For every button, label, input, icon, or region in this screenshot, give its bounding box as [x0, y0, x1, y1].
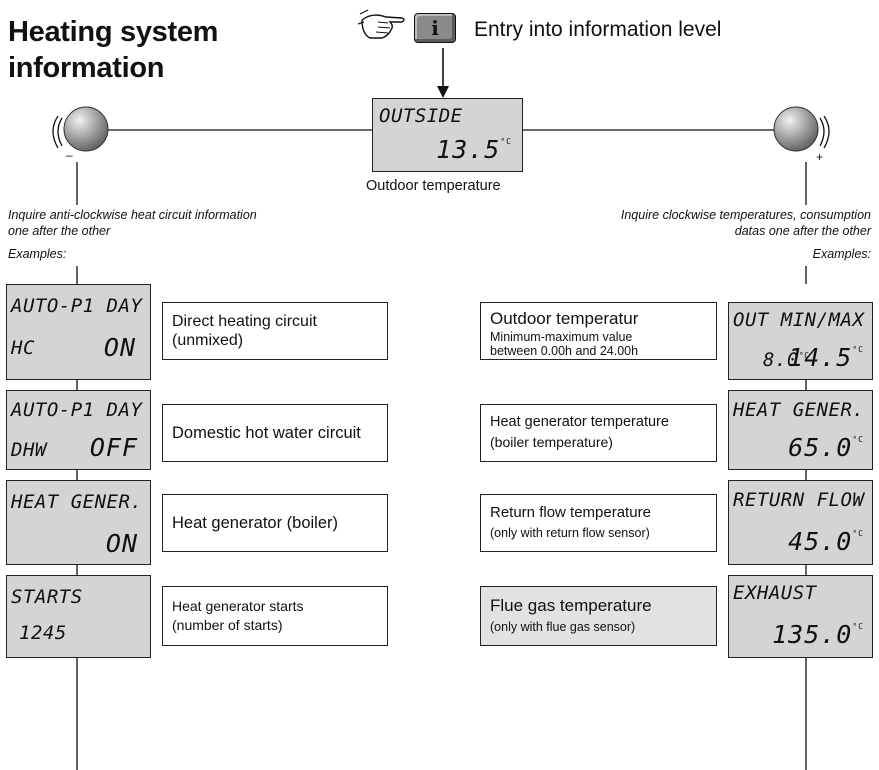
right-desc-2: Heat generator temperature (boiler tempe… [480, 404, 717, 462]
lcd-value-text: 135.0 [772, 620, 853, 649]
right-desc-3: Return flow temperature (only with retur… [480, 494, 717, 552]
right-desc-3-line-2: (only with return flow sensor) [490, 526, 650, 540]
lcd-line-1: RETURN FLOW [733, 489, 865, 511]
info-button[interactable]: i [414, 13, 456, 43]
left-desc-1-line-1: Direct heating circuit [172, 313, 317, 330]
lcd-line-1: EXHAUST [733, 582, 817, 604]
display-unit: °C [500, 137, 512, 146]
lcd-min-value: 8.0 [763, 349, 799, 371]
display-value: 13.5°C [436, 135, 512, 164]
lcd-line-1: AUTO-P1 DAY [11, 295, 143, 317]
right-instructions: Inquire clockwise temperatures, consumpt… [621, 207, 871, 239]
center-caption: Outdoor temperature [366, 178, 501, 194]
lcd-line-1: HEAT GENER. [733, 399, 865, 421]
right-desc-1-line-3: between 0.00h and 24.00h [490, 344, 639, 358]
left-knob[interactable]: – [46, 96, 116, 166]
lcd-line-1: AUTO-P1 DAY [11, 399, 143, 421]
right-desc-2-line-2: (boiler temperature) [490, 434, 613, 450]
lcd-unit: °C [852, 435, 864, 444]
knob-left-icon [52, 106, 109, 152]
lcd-max-value: 14.5 [788, 343, 853, 372]
right-desc-1: Outdoor temperatur Minimum-maximum value… [480, 302, 717, 360]
left-instruction-line-2: one after the other [8, 224, 111, 238]
title-line-2: information [8, 52, 165, 84]
right-desc-1-line-1: Outdoor temperatur [490, 309, 639, 328]
display-line-1: OUTSIDE [379, 105, 463, 127]
lcd-max: 14.5°C [788, 343, 864, 372]
lcd-max-unit: °C [852, 345, 864, 354]
title-line-1: Heating system [8, 16, 219, 48]
lcd-line-2b: ON [103, 333, 136, 362]
right-knob[interactable]: + [766, 96, 836, 166]
lcd-line-2a: DHW [11, 439, 47, 461]
left-desc-4: Heat generator starts (number of starts) [162, 586, 388, 646]
display-value-text: 13.5 [436, 135, 501, 164]
lcd-line-2b: ON [105, 529, 138, 558]
left-desc-2: Domestic hot water circuit [162, 404, 388, 462]
lcd-line-2a: HC [11, 337, 35, 359]
lcd-line-1: HEAT GENER. [11, 491, 143, 513]
lcd-value: 135.0°C [772, 620, 864, 649]
lcd-line-1: OUT MIN/MAX [733, 309, 865, 331]
right-desc-3-line-1: Return flow temperature [490, 504, 651, 521]
right-examples-label: Examples: [812, 247, 871, 261]
lcd-line-1: STARTS [11, 586, 83, 608]
entry-label: Entry into information level [474, 18, 722, 41]
lcd-line-2b: OFF [89, 433, 138, 462]
lcd-value: 65.0°C [788, 433, 864, 462]
hand-pointer-icon [358, 9, 405, 39]
lcd-unit: °C [852, 622, 864, 631]
right-desc-4: Flue gas temperature (only with flue gas… [480, 586, 717, 646]
lcd-line-2a: 1245 [19, 622, 67, 644]
knob-right-icon [773, 106, 830, 152]
right-instruction-line-2: datas one after the other [734, 224, 871, 238]
left-desc-3-line-1: Heat generator (boiler) [172, 513, 338, 532]
right-desc-4-line-2: (only with flue gas sensor) [490, 620, 636, 634]
left-instructions: Inquire anti-clockwise heat circuit info… [8, 207, 257, 239]
left-desc-4-line-2: (number of starts) [172, 617, 283, 633]
left-desc-1: Direct heating circuit (unmixed) [162, 302, 388, 360]
lcd-value-text: 65.0 [788, 433, 853, 462]
right-lcd-4: EXHAUST 135.0°C [728, 575, 873, 658]
page-title: Heating system information [8, 14, 218, 86]
left-lcd-2: AUTO-P1 DAY DHW OFF [6, 390, 151, 470]
right-desc-1-line-2: Minimum-maximum value [490, 330, 633, 344]
left-lcd-1: AUTO-P1 DAY HC ON [6, 284, 151, 380]
right-lcd-1: OUT MIN/MAX 8.0°C 14.5°C [728, 302, 873, 380]
lcd-value: 45.0°C [788, 527, 864, 556]
lcd-value-text: 45.0 [788, 527, 853, 556]
left-desc-2-line-1: Domestic hot water circuit [172, 423, 361, 442]
knob-left-sign: – [66, 148, 73, 162]
info-icon: i [431, 16, 439, 40]
lcd-min: 8.0°C [763, 349, 809, 371]
right-instruction-line-1: Inquire clockwise temperatures, consumpt… [620, 208, 871, 222]
left-examples-label: Examples: [8, 247, 67, 261]
knob-right-sign: + [816, 150, 824, 164]
left-desc-1-line-2: (unmixed) [172, 332, 244, 349]
right-desc-4-line-1: Flue gas temperature [490, 596, 652, 615]
left-desc-4-line-1: Heat generator starts [172, 598, 304, 614]
right-lcd-3: RETURN FLOW 45.0°C [728, 480, 873, 565]
right-lcd-2: HEAT GENER. 65.0°C [728, 390, 873, 470]
right-desc-2-line-1: Heat generator temperature [490, 414, 669, 430]
left-lcd-3: HEAT GENER. ON [6, 480, 151, 565]
lcd-unit: °C [852, 529, 864, 538]
left-desc-3: Heat generator (boiler) [162, 494, 388, 552]
left-lcd-4: STARTS 1245 [6, 575, 151, 658]
outdoor-display: OUTSIDE 13.5°C [372, 98, 523, 172]
left-instruction-line-1: Inquire anti-clockwise heat circuit info… [8, 208, 257, 222]
lcd-min-unit: °C [798, 351, 810, 360]
